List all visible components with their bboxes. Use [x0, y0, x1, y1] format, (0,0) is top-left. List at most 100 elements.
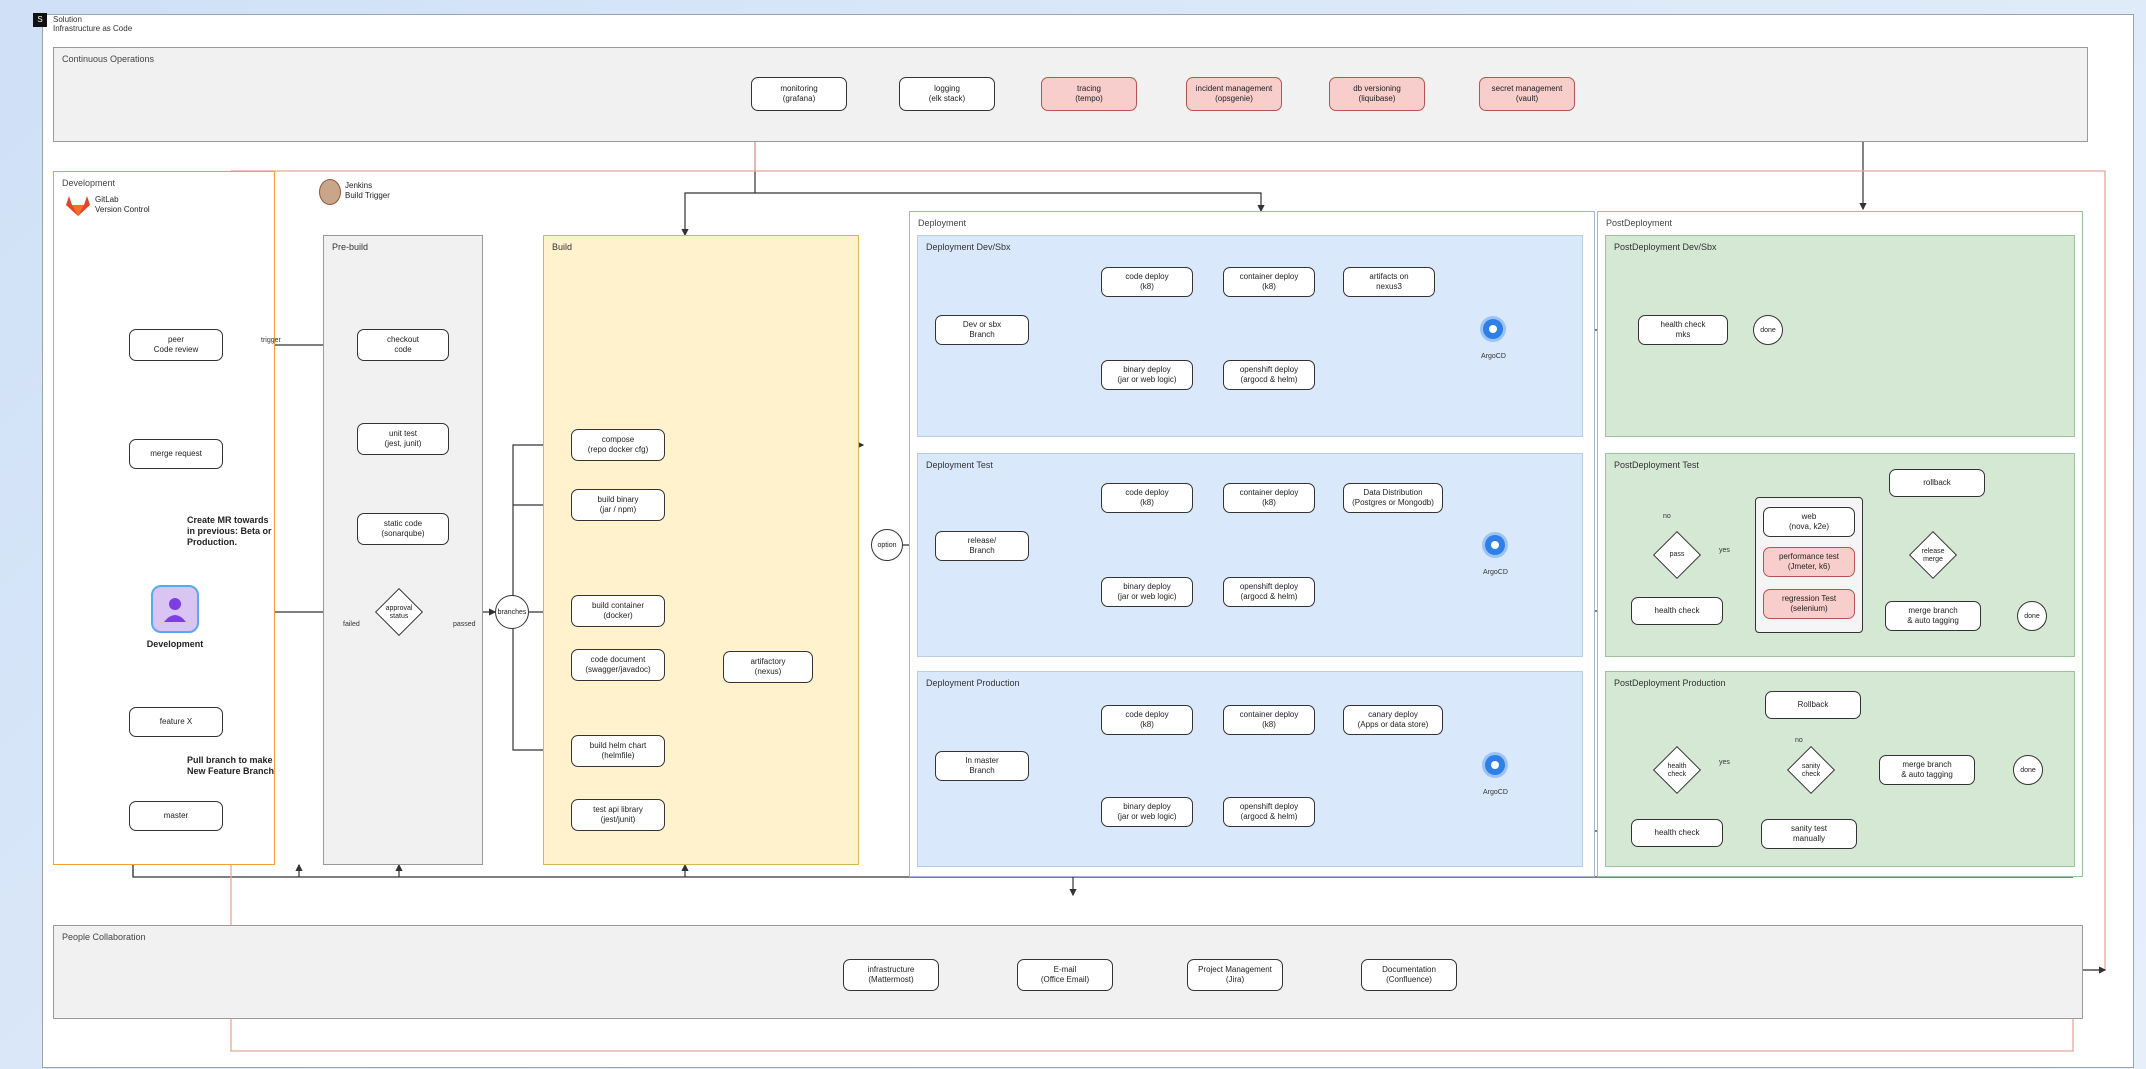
- post-prod-merge-line2: & auto tagging: [1901, 770, 1953, 779]
- unit-test-node[interactable]: unit test (jest, junit): [357, 423, 449, 455]
- deploy-test-openshift[interactable]: openshift deploy (argocd & helm): [1223, 577, 1315, 607]
- build-helm-line2: (helmfile): [601, 751, 635, 760]
- master-node[interactable]: master: [129, 801, 223, 831]
- branches-gateway[interactable]: branches: [495, 595, 529, 629]
- build-container-node[interactable]: build container (docker): [571, 595, 665, 627]
- build-container-line2: (docker): [603, 611, 633, 620]
- deploy-prod-code[interactable]: code deploy (k8): [1101, 705, 1193, 735]
- deploy-dev-source-line1: Dev or sbx: [962, 320, 1002, 329]
- deploy-test-source-line1: release/: [967, 536, 997, 545]
- deploy-dev-container[interactable]: container deploy (k8): [1223, 267, 1315, 297]
- compose-node[interactable]: compose (repo docker cfg): [571, 429, 665, 461]
- diagram-canvas: S Solution Infrastructure as Code: [33, 13, 2134, 1068]
- deploy-test-label: Deployment Test: [926, 460, 993, 470]
- post-test-regression[interactable]: regression Test (selenium): [1763, 589, 1855, 619]
- build-binary-node[interactable]: build binary (jar / npm): [571, 489, 665, 521]
- compose-line2: (repo docker cfg): [587, 445, 649, 454]
- deploy-dev-binary[interactable]: binary deploy (jar or web logic): [1101, 360, 1193, 390]
- deploy-dev-container-line1: container deploy: [1239, 272, 1299, 281]
- ops-tracing[interactable]: tracing (tempo): [1041, 77, 1137, 111]
- post-prod-sanity[interactable]: sanity test manually: [1761, 819, 1857, 849]
- collab-documentation[interactable]: Documentation (Confluence): [1361, 959, 1457, 991]
- post-test-merge[interactable]: merge branch & auto tagging: [1885, 601, 1981, 631]
- post-test-health[interactable]: health check: [1631, 597, 1723, 625]
- postdeployment-label: PostDeployment: [1606, 218, 1673, 228]
- deploy-test-container[interactable]: container deploy (k8): [1223, 483, 1315, 513]
- collab-infrastructure[interactable]: infrastructure (Mattermost): [843, 959, 939, 991]
- deploy-test-code-line1: code deploy: [1125, 488, 1169, 497]
- deploy-prod-binary-line2: (jar or web logic): [1117, 812, 1177, 821]
- static-code-node[interactable]: static code (sonarqube): [357, 513, 449, 545]
- deploy-prod-container-line2: (k8): [1262, 720, 1276, 729]
- collab-project-management[interactable]: Project Management (Jira): [1187, 959, 1283, 991]
- gitlab-logo-icon: [65, 195, 91, 217]
- deploy-test-source-line2: Branch: [969, 546, 995, 555]
- code-document-node[interactable]: code document (swagger/javadoc): [571, 649, 665, 681]
- post-prod-merge[interactable]: merge branch & auto tagging: [1879, 755, 1975, 785]
- unit-test-line1: unit test: [388, 429, 417, 438]
- master-label: master: [163, 811, 189, 820]
- ops-monitoring[interactable]: monitoring (grafana): [751, 77, 847, 111]
- argocd-test-icon: [1485, 535, 1505, 555]
- post-test-performance[interactable]: performance test (Jmeter, k6): [1763, 547, 1855, 577]
- deploy-prod-source[interactable]: In master Branch: [935, 751, 1029, 781]
- post-test-label: PostDeployment Test: [1614, 460, 1699, 470]
- deploy-test-source[interactable]: release/ Branch: [935, 531, 1029, 561]
- deploy-test-openshift-line2: (argocd & helm): [1240, 592, 1298, 601]
- deploy-prod-canary[interactable]: canary deploy (Apps or data store): [1343, 705, 1443, 735]
- post-test-web[interactable]: web (nova, k2e): [1763, 507, 1855, 537]
- ops-db-versioning[interactable]: db versioning (liquibase): [1329, 77, 1425, 111]
- ops-db-line2: (liquibase): [1358, 94, 1396, 103]
- deploy-test-container-line1: container deploy: [1239, 488, 1299, 497]
- deploy-prod-binary[interactable]: binary deploy (jar or web logic): [1101, 797, 1193, 827]
- deployment-label: Deployment: [918, 218, 967, 228]
- post-test-diamond-merge-label: release merge: [1921, 548, 1945, 563]
- static-code-line2: (sonarqube): [381, 529, 425, 538]
- artifactory-line2: (nexus): [754, 667, 782, 676]
- diagram-subtitle: Infrastructure as Code: [53, 24, 133, 33]
- artifactory-node[interactable]: artifactory (nexus): [723, 651, 813, 683]
- deploy-dev-code[interactable]: code deploy (k8): [1101, 267, 1193, 297]
- feature-node[interactable]: feature X: [129, 707, 223, 737]
- build-helm-node[interactable]: build helm chart (helmfile): [571, 735, 665, 767]
- merge-request-node[interactable]: merge request: [129, 439, 223, 469]
- argocd-dev-icon: [1483, 319, 1503, 339]
- collab-email[interactable]: E-mail (Office Email): [1017, 959, 1113, 991]
- argocd-prod-label: ArgoCD: [1483, 789, 1508, 796]
- deploy-prod-openshift[interactable]: openshift deploy (argocd & helm): [1223, 797, 1315, 827]
- post-prod-rollback[interactable]: Rollback: [1765, 691, 1861, 719]
- post-dev-label: PostDeployment Dev/Sbx: [1614, 242, 1717, 252]
- deploy-test-code-line2: (k8): [1140, 498, 1154, 507]
- collab-infrastructure-line1: infrastructure: [867, 965, 915, 974]
- build-binary-line2: (jar / npm): [599, 505, 637, 514]
- deploy-test-code[interactable]: code deploy (k8): [1101, 483, 1193, 513]
- ops-incident-line1: incident management: [1195, 84, 1273, 93]
- test-api-node[interactable]: test api library (jest/junit): [571, 799, 665, 831]
- option-gateway[interactable]: option: [871, 529, 903, 561]
- create-mr-note: Create MR towards in previous: Beta or P…: [187, 515, 272, 547]
- deploy-dev-source[interactable]: Dev or sbx Branch: [935, 315, 1029, 345]
- deploy-test-data[interactable]: Data Distribution (Postgres or Mongodb): [1343, 483, 1443, 513]
- deploy-dev-artifacts[interactable]: artifacts on nexus3: [1343, 267, 1435, 297]
- post-test-rollback[interactable]: rollback: [1889, 469, 1985, 497]
- ops-incident-management[interactable]: incident management (opsgenie): [1186, 77, 1282, 111]
- checkout-code-node[interactable]: checkout code: [357, 329, 449, 361]
- post-prod-health[interactable]: health check: [1631, 819, 1723, 847]
- code-review-node[interactable]: peer Code review: [129, 329, 223, 361]
- deploy-dev-openshift[interactable]: openshift deploy (argocd & helm): [1223, 360, 1315, 390]
- deploy-prod-container-line1: container deploy: [1239, 710, 1299, 719]
- deploy-test-binary[interactable]: binary deploy (jar or web logic): [1101, 577, 1193, 607]
- ops-secret-management[interactable]: secret management (vault): [1479, 77, 1575, 111]
- post-dev-health[interactable]: health check mks: [1638, 315, 1728, 345]
- deploy-test-container-line2: (k8): [1262, 498, 1276, 507]
- deploy-prod-container[interactable]: container deploy (k8): [1223, 705, 1315, 735]
- continuous-operations-label: Continuous Operations: [62, 54, 155, 64]
- developer-icon[interactable]: [151, 585, 199, 633]
- code-review-line1: peer: [167, 335, 184, 344]
- merge-request-label: merge request: [150, 449, 202, 458]
- unit-test-line2: (jest, junit): [384, 439, 422, 448]
- development-label: Development: [62, 178, 116, 188]
- prebuild-label: Pre-build: [332, 242, 369, 252]
- ops-logging[interactable]: logging (elk stack): [899, 77, 995, 111]
- deploy-prod-canary-line2: (Apps or data store): [1357, 720, 1429, 729]
